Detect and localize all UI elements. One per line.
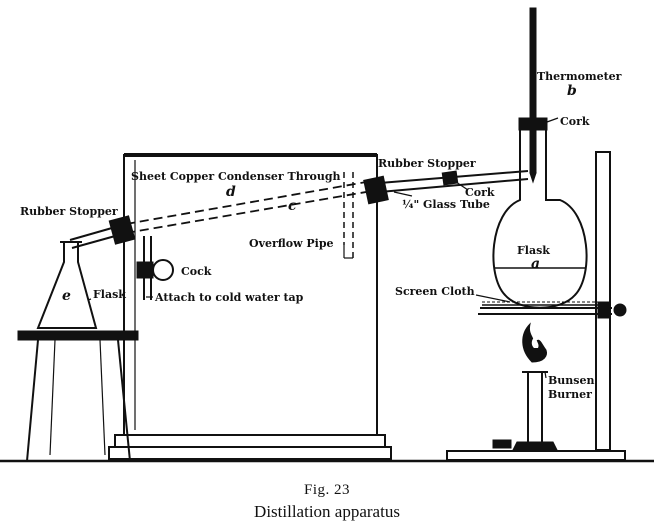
rubber-stopper-right-label: Rubber Stopper [378,157,476,170]
cork-top-label: Cork [560,115,590,128]
bunsen-label-2: Burner [548,388,592,401]
leader-lines [87,117,559,379]
distilling-flask [492,117,588,309]
right-stopper [363,175,389,205]
cock-label: Cock [181,265,212,278]
stool [17,330,139,462]
overflow-pipe-label: Overflow Pipe [249,237,334,250]
cork-side-label: Cork [465,186,495,199]
bunsen-burner [492,322,558,451]
screen-cloth-label: Screen Cloth [395,285,475,298]
condenser-base [108,434,392,460]
figure-caption: Distillation apparatus [254,502,400,521]
inlet-cock [136,236,174,300]
thermometer [529,7,537,184]
condenser-label: Sheet Copper Condenser Through [131,170,341,183]
overflow-pipe [343,172,354,259]
tube-letter: c [288,198,297,214]
flask-left-label: Flask [93,288,126,301]
rubber-stopper-left-label: Rubber Stopper [20,205,118,218]
side-cork [441,170,459,186]
left-stopper [108,215,136,245]
ring-stand [446,151,627,461]
screen-cloth [482,301,598,306]
bunsen-label-1: Bunsen [548,374,594,387]
condenser-letter: d [226,184,236,200]
flask-right-letter: a [531,256,540,272]
figure-number: Fig. 23 [304,482,350,498]
glass-tube-label: ¼" Glass Tube [402,198,490,211]
thermometer-letter: b [567,83,577,99]
flask-right-label: Flask [517,244,550,257]
thermometer-label: Thermometer [537,70,622,83]
flask-left-letter: e [62,288,71,304]
receiving-flask [36,241,98,329]
attach-label: Attach to cold water tap [154,291,304,304]
